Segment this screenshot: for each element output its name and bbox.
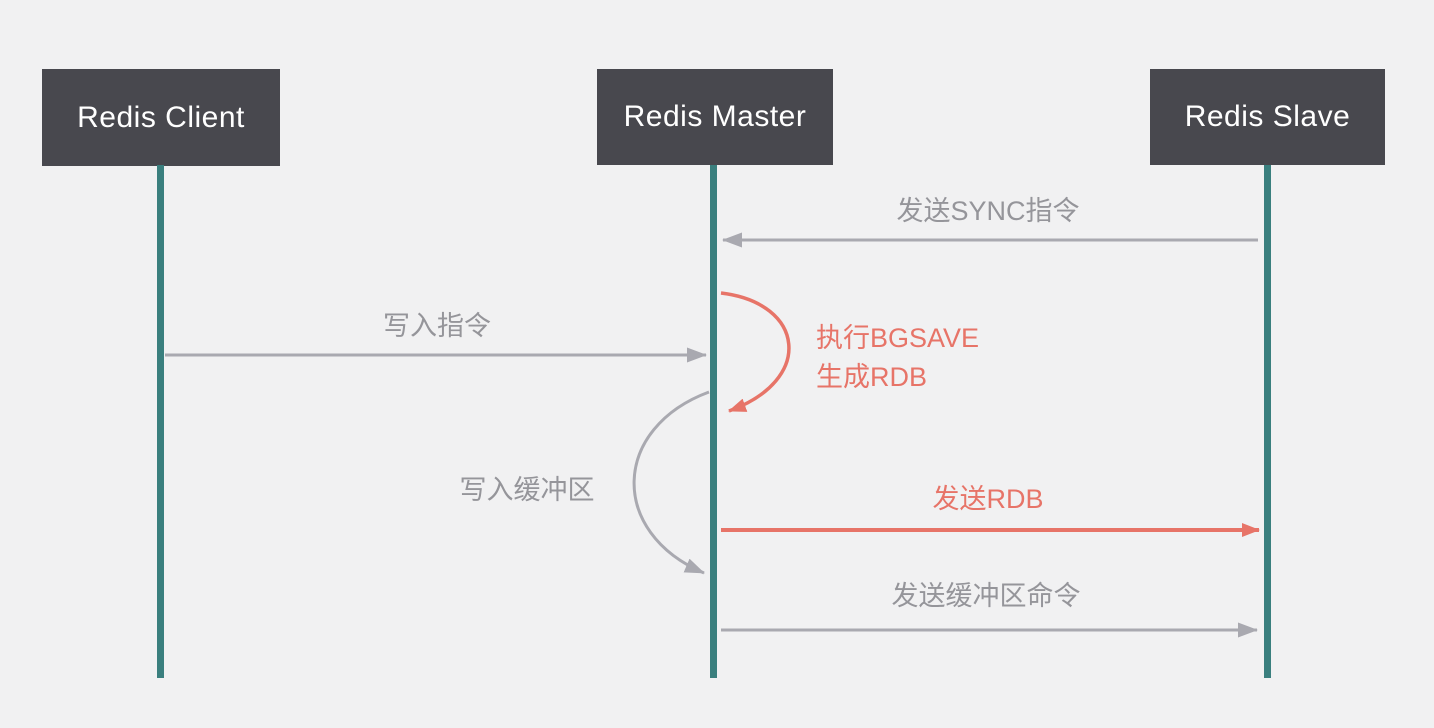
message-label-bgsave-line1: 执行BGSAVE <box>816 323 980 353</box>
actor-box-redis-client: Redis Client <box>42 69 280 166</box>
lifeline-redis-client <box>157 165 164 678</box>
actor-box-redis-master: Redis Master <box>597 69 833 165</box>
message-label-send-sync: 发送SYNC指令 <box>896 196 1080 226</box>
message-label-bgsave-line2: 生成RDB <box>816 362 928 392</box>
message-label-write-command: 写入指令 <box>383 311 491 341</box>
actor-box-redis-slave: Redis Slave <box>1150 69 1385 165</box>
message-label-send-buffer-commands: 发送缓冲区命令 <box>891 581 1081 611</box>
arrow-write-buffer-self-loop <box>632 390 710 575</box>
lifeline-redis-master <box>710 165 717 678</box>
message-label-write-buffer: 写入缓冲区 <box>459 475 595 505</box>
actor-label-redis-master: Redis Master <box>623 100 807 133</box>
arrow-bgsave-self-loop <box>720 291 791 413</box>
actor-label-redis-slave: Redis Slave <box>1184 100 1351 133</box>
message-label-send-rdb: 发送RDB <box>932 484 1044 514</box>
lifeline-redis-slave <box>1264 165 1271 678</box>
actor-label-redis-client: Redis Client <box>77 100 245 134</box>
message-label-bgsave: 执行BGSAVE 生成RDB <box>816 319 979 397</box>
